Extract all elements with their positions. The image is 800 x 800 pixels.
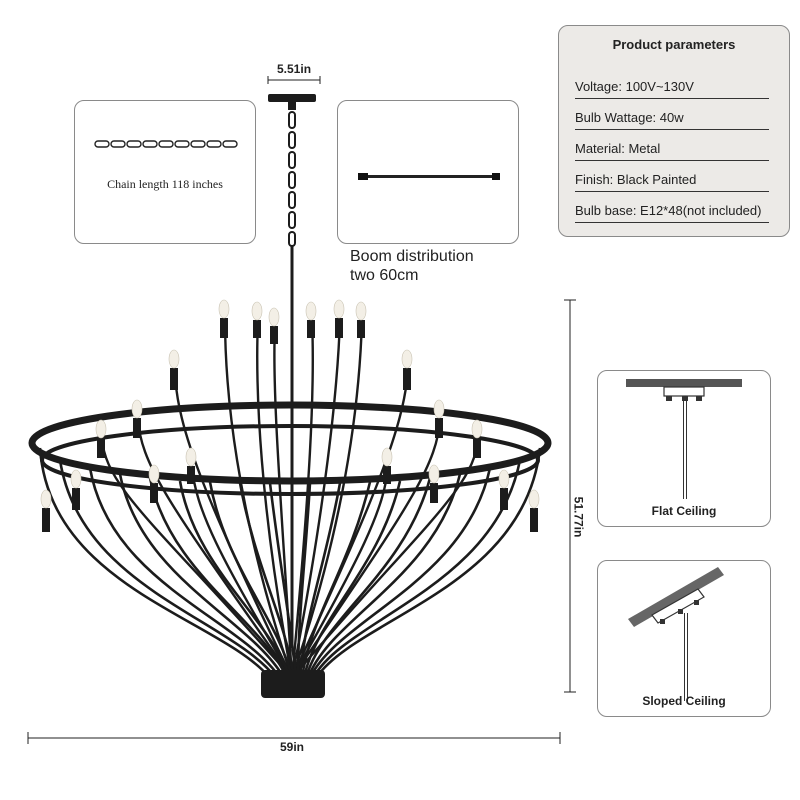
canopy-width-label: 5.51in [277, 62, 312, 76]
boom-rod-icon [358, 173, 500, 180]
param-finish: Finish: Black Painted [575, 172, 769, 192]
chain-length-label: Chain length 118 inches [107, 177, 223, 191]
boom-distribution-text: Boom distribution two 60cm [350, 247, 474, 285]
product-parameters-title: Product parameters [612, 37, 736, 52]
sloped-ceiling-label: Sloped Ceiling [642, 694, 726, 708]
boom-card [337, 100, 519, 244]
chain-card: Chain length 118 inches [74, 100, 256, 244]
height-label: 51.77in [571, 496, 586, 538]
param-bulb-base: Bulb base: E12*48(not included) [575, 203, 769, 223]
sloped-ceiling-icon [628, 567, 724, 701]
chain-icon [94, 140, 238, 148]
param-bulb-wattage: Bulb Wattage: 40w [575, 110, 769, 130]
height-dimension-line [564, 299, 576, 693]
flat-ceiling-icon [626, 379, 742, 499]
width-label: 59in [280, 740, 305, 754]
param-material: Material: Metal [575, 141, 769, 161]
flat-ceiling-label: Flat Ceiling [651, 504, 717, 518]
flat-ceiling-card: Flat Ceiling [597, 370, 771, 527]
width-dimension-line [27, 732, 561, 744]
boom-distribution-line2: two 60cm [350, 267, 419, 284]
product-parameters-panel: Product parameters Voltage: 100V~130V Bu… [558, 25, 790, 237]
canopy-dimension-line [267, 76, 321, 84]
param-voltage: Voltage: 100V~130V [575, 79, 769, 99]
sloped-ceiling-card: Sloped Ceiling [597, 560, 771, 717]
chandelier-illustration [28, 94, 552, 698]
boom-distribution-line1: Boom distribution [350, 248, 474, 265]
